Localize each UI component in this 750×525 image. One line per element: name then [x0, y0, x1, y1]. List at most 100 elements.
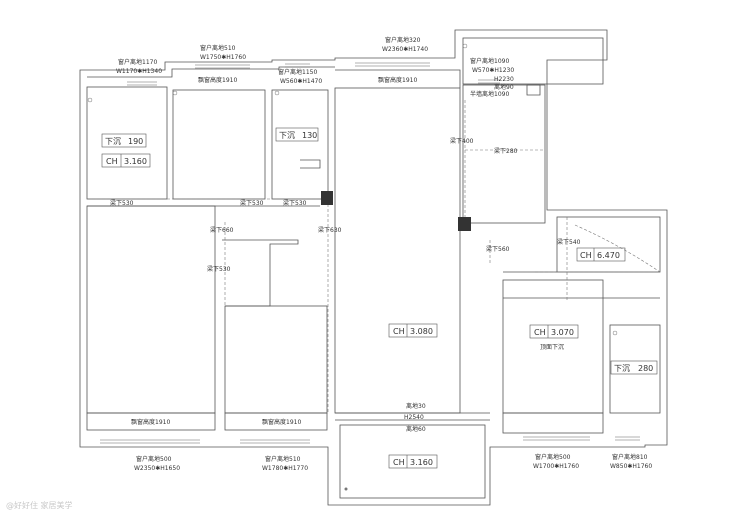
- window-4: [355, 62, 430, 67]
- ch1-value: 3.160: [124, 157, 147, 166]
- room-right-upper: [556, 216, 661, 273]
- window-3-dim: W560✱H1470: [280, 78, 322, 85]
- window-5-extra2: 离地90: [494, 83, 514, 91]
- corner-mark-6: [612, 330, 618, 336]
- ch4-value: 6.470: [597, 251, 620, 260]
- living-bay: [335, 69, 461, 88]
- window-7: [240, 439, 310, 444]
- balcony-rail: [335, 412, 490, 421]
- balcony-label-bottom: 离地60: [406, 425, 426, 433]
- room-bath-upper: [271, 89, 329, 200]
- window-6: [100, 439, 200, 444]
- window-8: [523, 436, 590, 441]
- ch1-label: CH: [106, 157, 118, 166]
- ceiling-note: 顶面下沉: [540, 343, 564, 351]
- bay-window-right: [502, 412, 604, 434]
- ch2-value: 3.080: [410, 327, 433, 336]
- tag-box-sink1: [101, 133, 147, 148]
- bay-window-lower-mid: [224, 412, 328, 431]
- corner-mark-4: [462, 43, 468, 49]
- room-kitchen: [462, 84, 546, 224]
- window-5-extra3: 半墙离地1090: [470, 90, 509, 98]
- kitchen-balcony: [462, 37, 604, 85]
- ch3-value: 3.070: [551, 328, 574, 337]
- window-4-dim: W2360✱H1740: [382, 46, 428, 53]
- window-1-dim: W1170✱H1340: [116, 68, 162, 75]
- ch2-label: CH: [393, 327, 405, 336]
- tag-box-sink3: [610, 360, 658, 375]
- corner-mark-3: [274, 90, 280, 96]
- tag-box-ch2: [388, 323, 438, 338]
- partition-bath: [300, 159, 321, 169]
- corner-mark-1: [87, 97, 93, 103]
- window-3-title: 窗户离地1150: [278, 68, 317, 76]
- balcony-label-mid: H2540: [404, 414, 424, 421]
- beam-label-2: 梁下530: [240, 199, 264, 207]
- tag-box-ch1: [101, 153, 151, 168]
- sink2-label: 下沉: [279, 131, 295, 140]
- window-6-dim: W2350✱H1650: [134, 465, 180, 472]
- sink1-value: 190: [128, 137, 143, 146]
- beam-label-4: 梁下660: [210, 226, 234, 234]
- window-1-title: 窗户离地1170: [118, 58, 157, 66]
- beam-label-10: 梁下540: [557, 238, 581, 246]
- outer-wall: [79, 29, 668, 506]
- room-bedroom-lower-left: [86, 205, 216, 414]
- beam-label-6: 梁下530: [207, 265, 231, 273]
- sink1-label: 下沉: [105, 137, 121, 146]
- window-8-dim: W1700✱H1760: [533, 463, 579, 470]
- beam-label-3: 梁下530: [283, 199, 307, 207]
- beam-label-5: 梁下630: [318, 226, 342, 234]
- room-right-bath: [609, 324, 661, 414]
- window-2: [195, 64, 250, 69]
- right-partition: [503, 271, 660, 299]
- corner-mark-2: [172, 90, 178, 96]
- tag-box-ch4: [576, 247, 626, 262]
- beam-label-8: 梁下280: [494, 147, 518, 155]
- balcony-label-top: 离地30: [406, 402, 426, 410]
- room-bedroom-upper-left: [86, 86, 168, 200]
- beam-label-1: 梁下530: [110, 199, 134, 207]
- sink3-value: 280: [638, 364, 653, 373]
- room-bedroom-upper-mid: [172, 89, 266, 200]
- tag-box-ch5: [388, 454, 438, 469]
- window-2-dim: W1750✱H1760: [200, 54, 246, 61]
- window-9-title: 窗户离地810: [612, 453, 648, 461]
- door-swing: [574, 224, 661, 273]
- beam-label-9: 梁下560: [486, 245, 510, 253]
- window-4-title: 窗户离地320: [385, 36, 421, 44]
- window-1: [127, 81, 157, 86]
- window-5-extra1: H2230: [494, 76, 514, 83]
- ch5-value: 3.160: [410, 458, 433, 467]
- window-5: [478, 79, 500, 84]
- kitchen-counter: [526, 84, 541, 96]
- window-2-title: 窗户离地510: [200, 44, 236, 52]
- room-bedroom-lower-mid-box: [224, 305, 328, 414]
- bay-window-lower-left: [86, 412, 216, 431]
- tag-box-ch3: [529, 324, 579, 339]
- ch3-label: CH: [534, 328, 546, 337]
- corner-mark-5: [344, 487, 348, 491]
- beam-label-7: 梁下400: [450, 137, 474, 145]
- bay-label-1: 飘窗高度1910: [198, 76, 237, 84]
- watermark: @好好住 家居美学: [6, 501, 73, 510]
- window-9-dim: W850✱H1760: [610, 463, 652, 470]
- bay-label-4: 飘窗高度1910: [262, 418, 301, 426]
- window-7-title: 窗户离地510: [265, 455, 301, 463]
- ch4-label: CH: [580, 251, 592, 260]
- window-6-title: 窗户离地500: [136, 455, 172, 463]
- window-5-title: 窗户离地1090: [470, 57, 509, 65]
- window-9: [615, 436, 640, 441]
- bay-label-3: 飘窗高度1910: [131, 418, 170, 426]
- window-3: [285, 63, 310, 68]
- room-living: [334, 87, 461, 414]
- column-1: [321, 191, 333, 205]
- column-2: [458, 217, 471, 231]
- window-8-title: 窗户离地500: [535, 453, 571, 461]
- window-5-dim: W570✱H1230: [472, 67, 514, 74]
- ch5-label: CH: [393, 458, 405, 467]
- tag-box-sink2: [275, 127, 319, 142]
- sink2-value: 130: [302, 131, 317, 140]
- room-bedroom-lower-mid: [222, 239, 299, 307]
